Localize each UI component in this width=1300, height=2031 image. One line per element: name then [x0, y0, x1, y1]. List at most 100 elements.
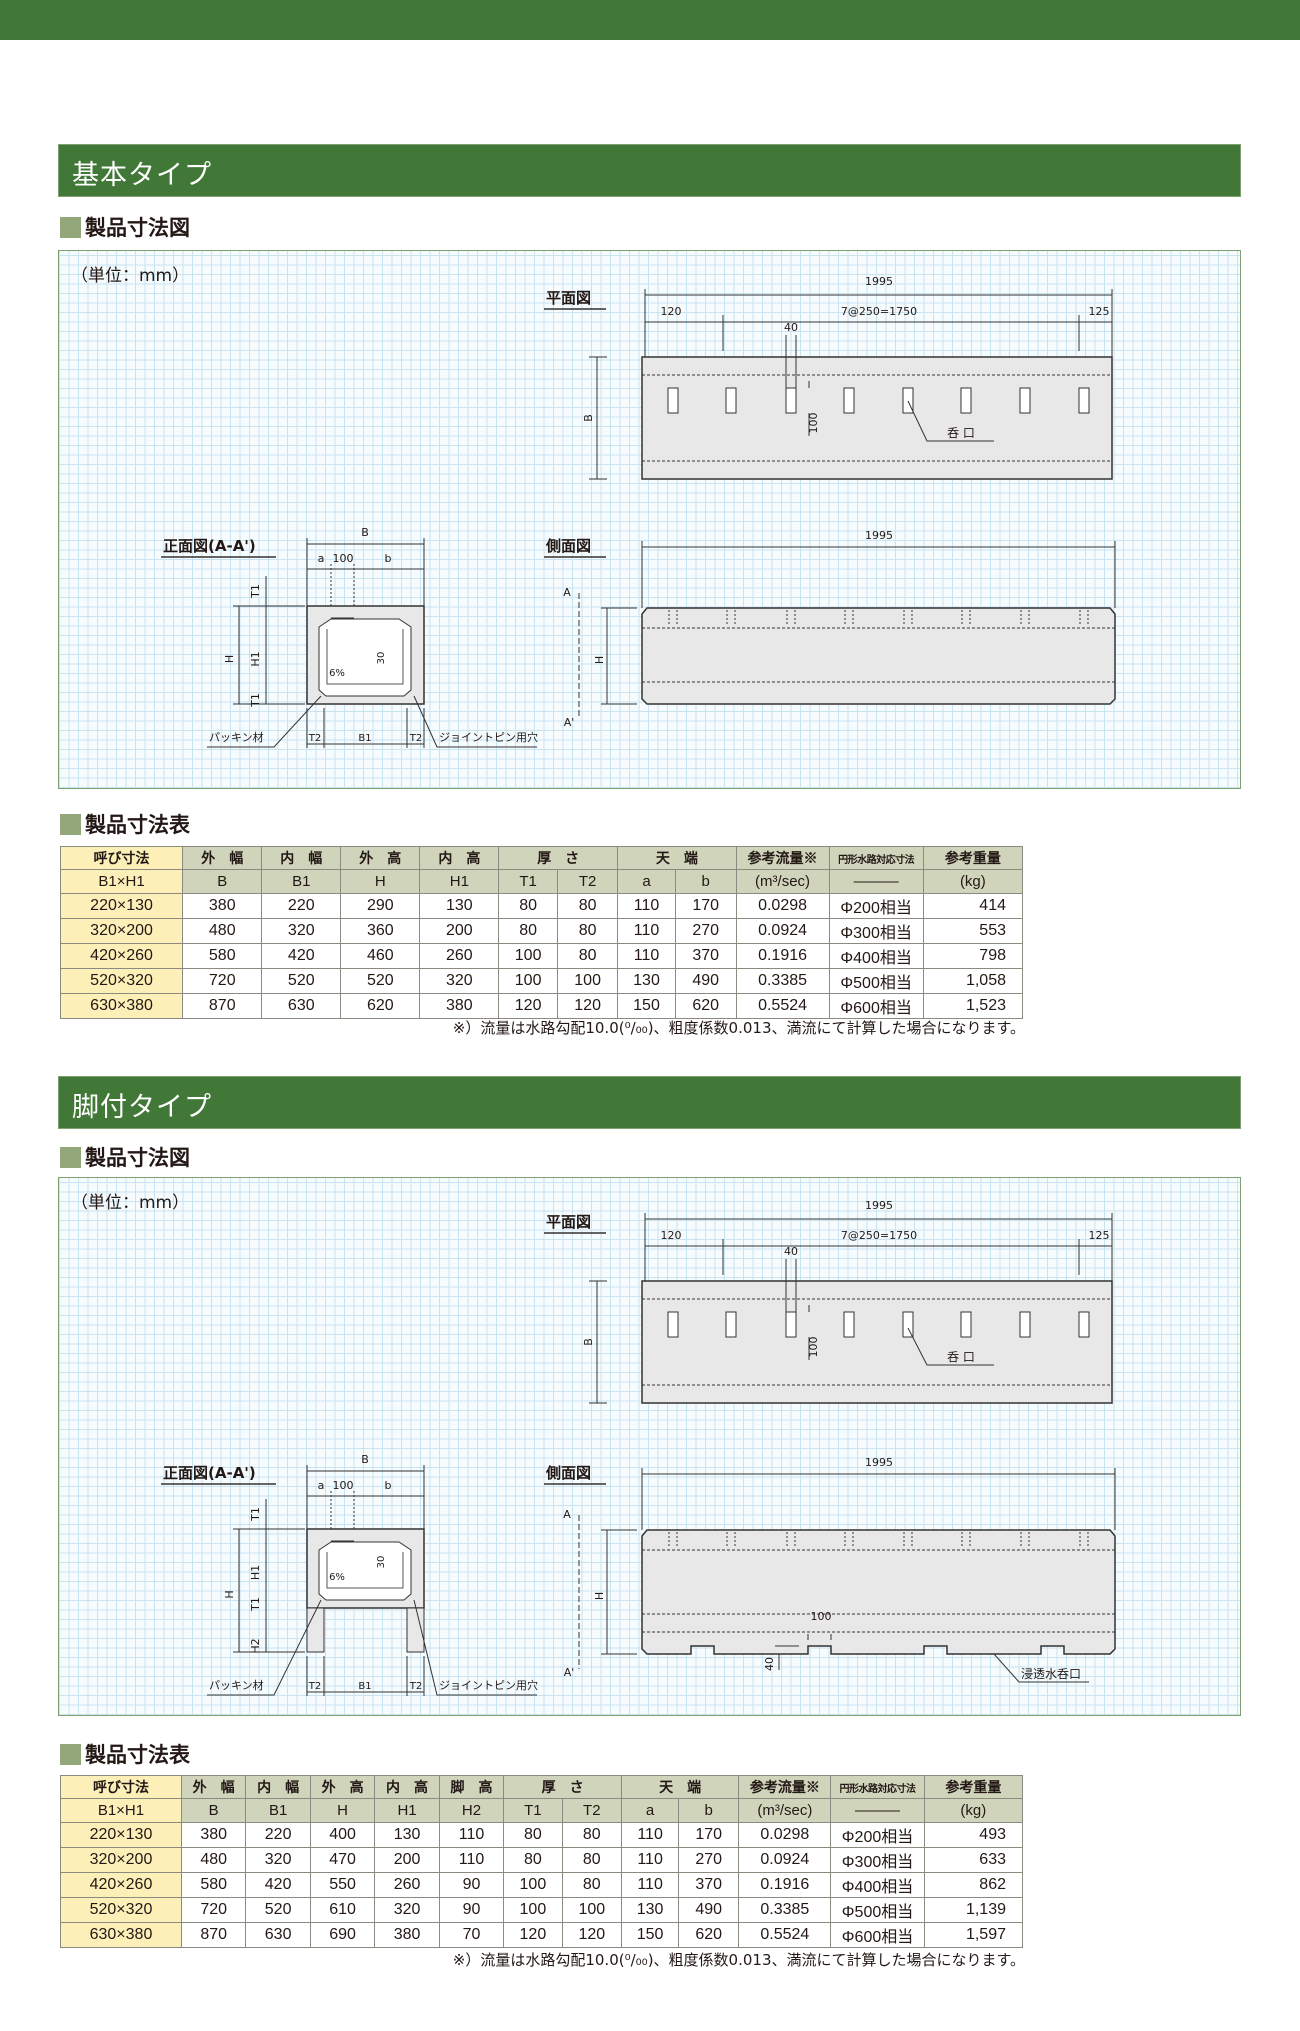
- table-cell: 320: [261, 917, 342, 944]
- column-header: 外 高: [309, 1774, 376, 1800]
- unit-label: （単位：mm）: [71, 266, 190, 286]
- dimension-label: B: [361, 1453, 369, 1466]
- inlet-slot: [667, 387, 679, 414]
- dimension-label: H: [593, 656, 606, 664]
- dimension-label: パッキン材: [209, 1678, 264, 1692]
- table-cell: 720: [180, 1896, 247, 1923]
- table-cell: 80: [503, 1821, 563, 1848]
- dimension-label: ジョイントピン用穴: [439, 1678, 538, 1692]
- table-cell: 862: [923, 1871, 1024, 1898]
- table-cell: 0.3385: [735, 967, 830, 994]
- table-cell: 620: [340, 992, 421, 1019]
- table-cell: 1,058: [922, 967, 1024, 994]
- table-cell: 320: [419, 967, 500, 994]
- column-subheader: H: [340, 869, 421, 894]
- column-subheader: B1: [261, 869, 342, 894]
- table-cell: 620: [678, 1921, 740, 1948]
- view-title: 平面図: [546, 289, 591, 307]
- dimension-label: a: [318, 1479, 325, 1492]
- table-cell: 80: [561, 1821, 623, 1848]
- table-cell: 520: [340, 967, 421, 994]
- column-header: 内 高: [419, 845, 500, 871]
- drawing-heading-label: 製品寸法図: [85, 1146, 190, 1170]
- leader-line: [413, 1599, 537, 1696]
- table-cell: 80: [498, 917, 559, 944]
- table-cell: 260: [419, 942, 500, 969]
- table-cell: 1,139: [923, 1896, 1024, 1923]
- column-subheader: H1: [419, 869, 500, 894]
- view-title: 正面図(A-A'): [163, 537, 256, 555]
- column-subheader: T2: [561, 1798, 623, 1823]
- dimension-label: B: [582, 1338, 595, 1346]
- column-header: 参考重量: [922, 845, 1024, 871]
- leader-line: [907, 400, 994, 442]
- dimension-label: T2: [308, 733, 321, 744]
- column-subheader: B: [180, 1798, 247, 1823]
- table-cell: 520×320: [60, 1896, 182, 1923]
- dimension-label: H: [223, 1590, 236, 1598]
- table-cell: 200: [419, 917, 500, 944]
- column-header: 参考流量※: [735, 845, 830, 871]
- table-cell: 100: [561, 1896, 623, 1923]
- column-subheader: H1: [374, 1798, 440, 1823]
- table-cell: 100: [503, 1896, 563, 1923]
- table-cell: 414: [922, 892, 1024, 919]
- dimension-label: H1: [249, 651, 262, 666]
- dimension-label: 40: [784, 1245, 798, 1258]
- column-header: 外 幅: [180, 1774, 247, 1800]
- inlet-slot: [785, 387, 797, 414]
- table-cell: 470: [309, 1846, 376, 1873]
- dimension-label: A': [564, 716, 575, 729]
- dimension-table: 呼び寸法外 幅内 幅外 高内 高脚 高厚 さ天 端参考流量※円形水路対応寸法参考…: [60, 1774, 1024, 1948]
- table-cell: Φ600相当: [830, 1921, 925, 1948]
- table-cell: 270: [674, 917, 737, 944]
- table-cell: 0.5524: [738, 1921, 832, 1948]
- table-cell: 320: [374, 1896, 440, 1923]
- inlet-slot: [667, 1311, 679, 1338]
- table-cell: 130: [419, 892, 500, 919]
- table-cell: 80: [557, 917, 619, 944]
- table-cell: 320×200: [60, 1846, 182, 1873]
- column-header: 厚 さ: [503, 1774, 623, 1800]
- dimension-label: 125: [1089, 305, 1110, 318]
- table-cell: 630: [245, 1921, 311, 1948]
- table-cell: Φ500相当: [830, 1896, 925, 1923]
- inlet-slot: [902, 1311, 914, 1338]
- dimension-label: 100: [333, 552, 354, 565]
- table-cell: 70: [438, 1921, 505, 1948]
- table-cell: 0.1916: [738, 1871, 832, 1898]
- column-header: 外 高: [340, 845, 421, 871]
- inlet-slot: [1078, 387, 1090, 414]
- table-cell: 630: [261, 992, 342, 1019]
- square-bullet-icon: [60, 1743, 81, 1765]
- table-cell: 120: [503, 1921, 563, 1948]
- inlet-slot: [1078, 1311, 1090, 1338]
- column-header: 内 幅: [245, 1774, 311, 1800]
- dimension-label: 1995: [865, 275, 893, 288]
- column-subheader: B: [182, 869, 263, 894]
- channel-inner: [326, 1552, 404, 1589]
- dimension-label: 120: [661, 305, 682, 318]
- table-cell: 360: [340, 917, 421, 944]
- dimension-label: T1: [249, 1597, 262, 1612]
- table-cell: 493: [923, 1821, 1024, 1848]
- table-cell: 420: [245, 1871, 311, 1898]
- dimension-label: b: [385, 1479, 392, 1492]
- square-bullet-icon: [60, 216, 81, 238]
- drawing-heading: 製品寸法図: [60, 1142, 190, 1172]
- table-cell: 380: [182, 892, 263, 919]
- table-cell: 460: [340, 942, 421, 969]
- table-note: ※）流量は水路勾配10.0(⁰/₀₀)、粗度係数0.013、満流にて計算した場合…: [452, 1951, 1025, 1969]
- column-header: 内 高: [374, 1774, 440, 1800]
- column-subheader: B1×H1: [60, 1798, 182, 1823]
- column-header: 外 幅: [182, 845, 263, 871]
